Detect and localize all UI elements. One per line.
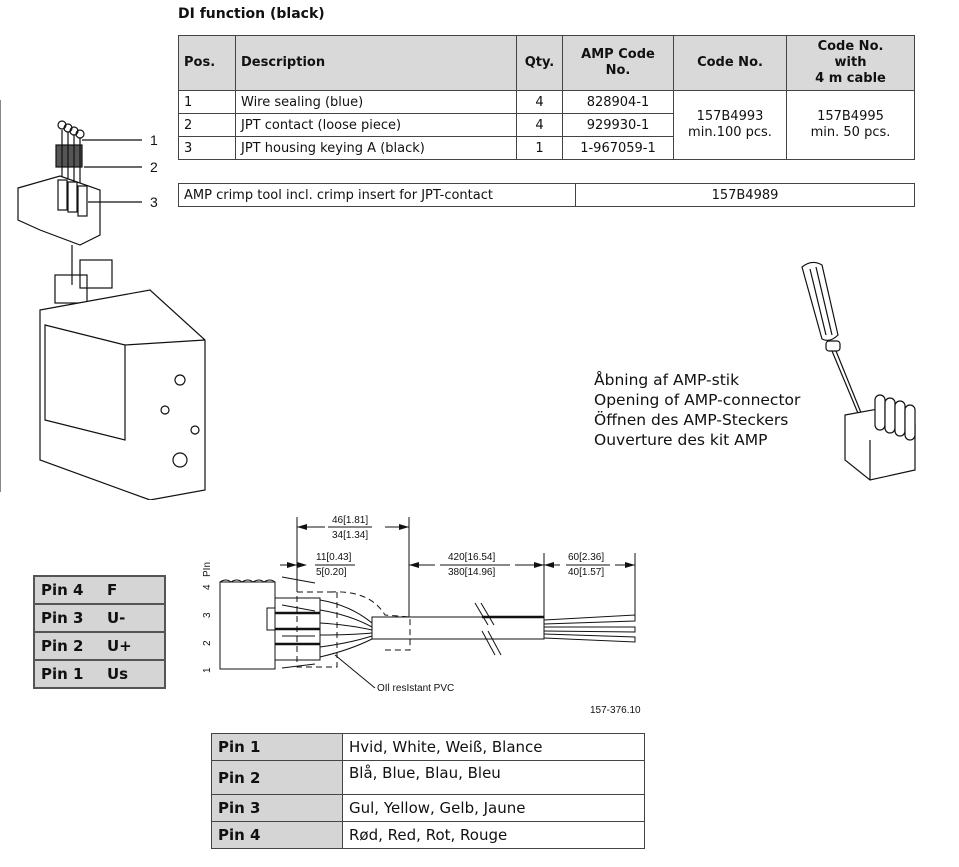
cell-amp-code: 929930-1	[562, 113, 674, 137]
socket-icon	[79, 259, 113, 289]
header-line: with	[834, 55, 867, 70]
pin-label: Pin 2	[41, 637, 84, 655]
code-no-value: 157B4993	[696, 109, 764, 124]
parts-table: Pos. Description Qty. AMP Code No. Code …	[178, 35, 915, 160]
header-qty: Qty.	[516, 35, 563, 91]
pin-number: 1	[202, 667, 213, 673]
pin-axis-label: PIn	[202, 562, 213, 577]
tool-description: AMP crimp tool incl. crimp insert for JP…	[178, 183, 576, 207]
opening-caption: Åbning af AMP-stik Opening of AMP-connec…	[594, 370, 800, 450]
table-row: 3 JPT housing keying A (black) 1 1-96705…	[178, 136, 915, 160]
pin-number: 2	[202, 640, 213, 646]
header-code-no-cable: Code No. with 4 m cable	[786, 35, 915, 91]
dim-strip-bottom: 5[0.20]	[316, 567, 347, 578]
pin-signal: F	[107, 581, 118, 599]
drawing-number: 157-376.10	[590, 705, 641, 716]
cell-code-no: 157B4993 min.100 pcs.	[673, 90, 787, 160]
pin-signal-box: Pin 4 F Pin 3 U- Pin 2 U+ Pin 1 Us	[33, 575, 166, 689]
cell-pos: 3	[178, 136, 236, 160]
pin-signal: Us	[107, 665, 129, 683]
dim-wire-top: 60[2.36]	[568, 552, 604, 563]
dim-wire-bottom: 40[1.57]	[568, 567, 604, 578]
cell-description: JPT housing keying A (black)	[235, 136, 517, 160]
socket-icon	[54, 274, 88, 304]
contacts-icon	[55, 144, 83, 168]
parts-table-header: Pos. Description Qty. AMP Code No. Code …	[178, 35, 915, 91]
cell-amp-code: 828904-1	[562, 90, 674, 114]
pin-row: Pin 2 U+	[33, 632, 166, 660]
pin-row: Pin 4 F	[33, 575, 166, 604]
color-values: Blå, Blue, Blau, Bleu	[342, 760, 645, 795]
cable-note: OIl resIstant PVC	[377, 683, 454, 694]
callout-1: 1	[150, 132, 158, 148]
page-edge-line	[0, 100, 1, 492]
cell-qty: 4	[516, 113, 563, 137]
screwdriver-connector-illustration	[801, 261, 916, 481]
color-pin: Pin 3	[211, 794, 343, 822]
pin-label: Pin 4	[41, 581, 84, 599]
caption-line-fr: Ouverture des kit AMP	[594, 431, 768, 449]
dim-strip-top: 11[0.43]	[316, 552, 352, 563]
table-row: 1 Wire sealing (blue) 4 828904-1 157B499…	[178, 90, 915, 160]
header-line: 4 m cable	[815, 71, 886, 86]
tool-table: AMP crimp tool incl. crimp insert for JP…	[178, 183, 915, 207]
cell-amp-code: 1-967059-1	[562, 136, 674, 160]
pin-row: Pin 3 U-	[33, 604, 166, 632]
pin-number: 4	[202, 584, 213, 590]
dim-cable-bottom: 380[14.96]	[448, 567, 495, 578]
caption-line-en: Opening of AMP-connector	[594, 391, 801, 409]
cell-description: Wire sealing (blue)	[235, 90, 517, 114]
screwdriver-handle-icon	[801, 261, 839, 341]
pin-signal: U-	[107, 609, 126, 627]
code-no-min: min.100 pcs.	[688, 125, 772, 140]
cell-qty: 4	[516, 90, 563, 114]
callout-3: 3	[150, 194, 158, 210]
header-description: Description	[235, 35, 517, 91]
code-no-cable-min: min. 50 pcs.	[810, 125, 891, 140]
color-values: Rød, Red, Rot, Rouge	[342, 821, 645, 849]
header-code-no: Code No.	[673, 35, 787, 91]
caption-line-de: Öffnen des AMP-Steckers	[594, 411, 789, 429]
header-amp-code: AMP Code No.	[562, 35, 674, 91]
header-line: Code No.	[817, 39, 884, 54]
pin-label: Pin 3	[41, 609, 84, 627]
section-title: DI function (black)	[178, 6, 325, 22]
cable-jacket	[371, 616, 545, 640]
header-pos: Pos.	[178, 35, 236, 91]
cell-code-no-cable: 157B4995 min. 50 pcs.	[786, 90, 915, 160]
dim-overall-top: 46[1.81]	[332, 515, 368, 526]
cell-description: JPT contact (loose piece)	[235, 113, 517, 137]
pin-label: Pin 1	[41, 665, 84, 683]
module-body-icon	[39, 289, 206, 500]
tool-code: 157B4989	[575, 183, 915, 207]
color-pin: Pin 4	[211, 821, 343, 849]
pin-row: Pin 1 Us	[33, 660, 166, 689]
color-pin: Pin 2	[211, 760, 343, 795]
dim-overall-bottom: 34[1.34]	[332, 530, 368, 541]
table-row: AMP crimp tool incl. crimp insert for JP…	[178, 183, 915, 207]
cell-qty: 1	[516, 136, 563, 160]
code-no-cable-value: 157B4995	[817, 109, 884, 124]
pin-signal: U+	[107, 637, 132, 655]
dim-cable-top: 420[16.54]	[448, 552, 495, 563]
color-values: Hvid, White, Weiß, Blance	[342, 733, 645, 761]
pin-number: 3	[202, 612, 213, 618]
callout-2: 2	[150, 159, 158, 175]
cable-dimension-drawing: 46[1.81] 34[1.34] 11[0.43] 5[0.20] 420[1…	[202, 515, 641, 716]
color-pin: Pin 1	[211, 733, 343, 761]
exploded-view-illustration: 1 2 3	[17, 120, 206, 500]
color-values: Gul, Yellow, Gelb, Jaune	[342, 794, 645, 822]
caption-line-da: Åbning af AMP-stik	[594, 371, 740, 389]
